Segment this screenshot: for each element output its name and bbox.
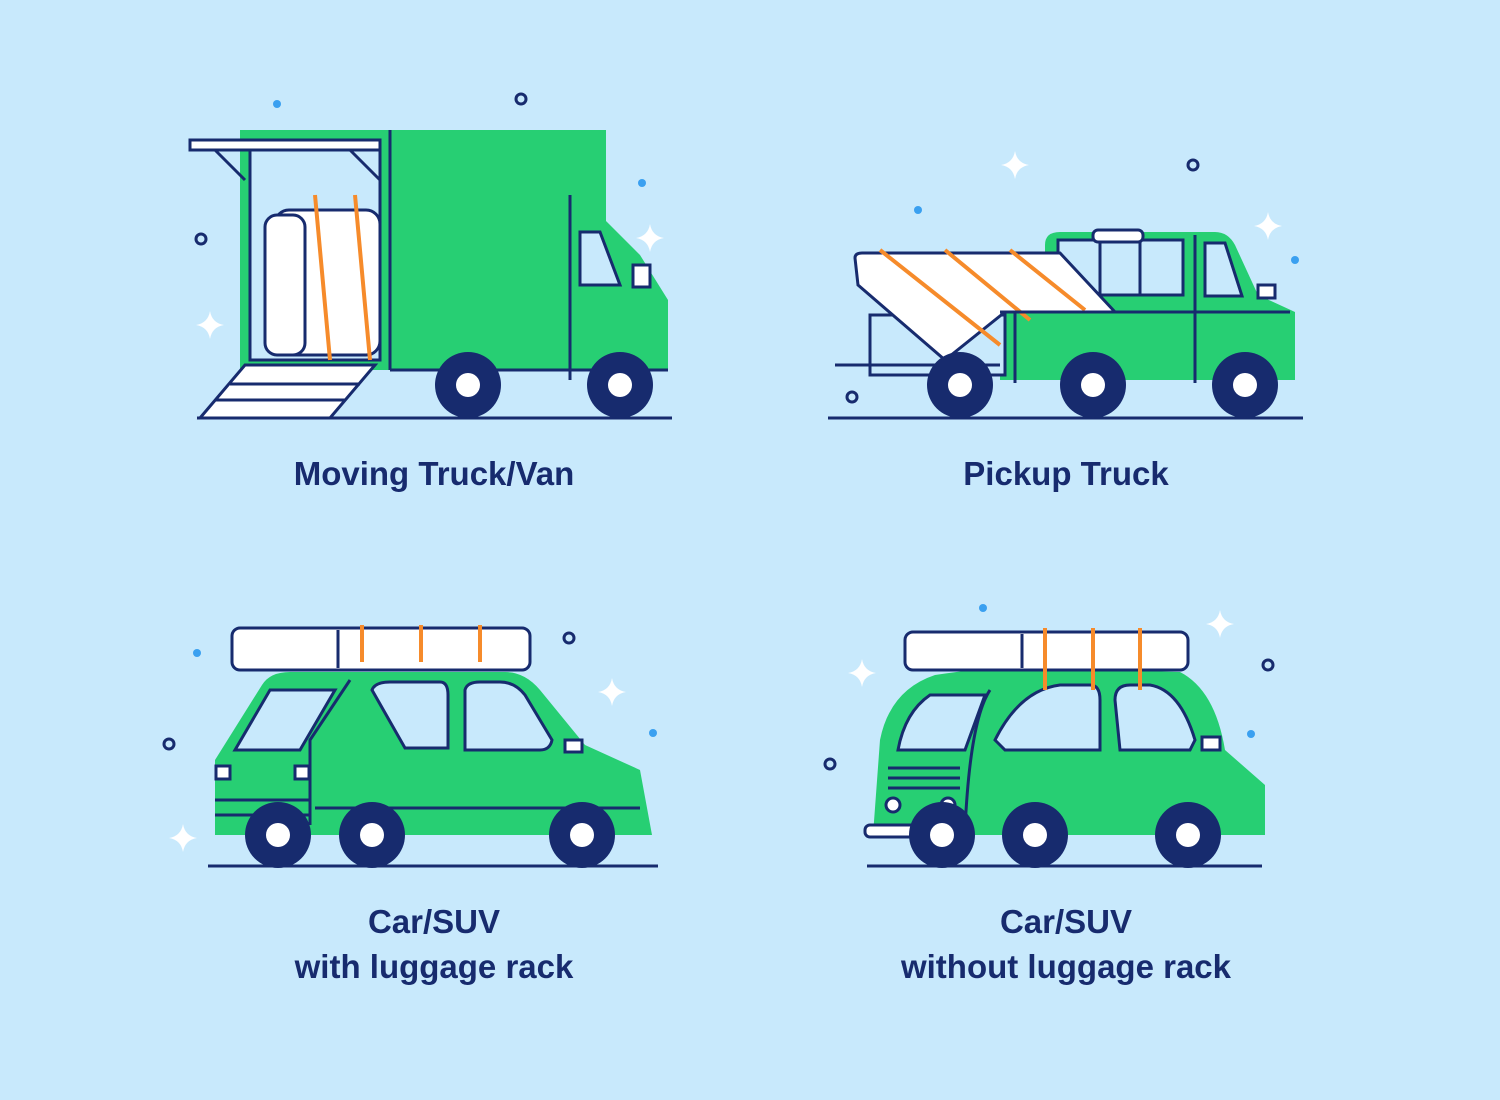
label-line-1: Car/SUV	[999, 903, 1133, 940]
car-with-rack-illustration	[208, 625, 658, 868]
pickup-truck-illustration	[828, 228, 1303, 420]
sparkle-decorations	[162, 92, 1299, 852]
option-car-with-rack-label[interactable]: Car/SUV with luggage rack	[134, 899, 734, 989]
option-car-without-rack-label[interactable]: Car/SUV without luggage rack	[766, 899, 1366, 989]
label-line-2: with luggage rack	[294, 948, 574, 985]
label-line-1: Car/SUV	[367, 903, 501, 940]
moving-truck-illustration	[188, 130, 672, 420]
option-moving-truck-label[interactable]: Moving Truck/Van	[134, 451, 734, 496]
option-pickup-truck-label[interactable]: Pickup Truck	[766, 451, 1366, 496]
car-without-rack-illustration	[863, 628, 1265, 868]
label-text: Moving Truck/Van	[293, 455, 575, 492]
label-text: Pickup Truck	[963, 455, 1169, 492]
label-line-2: without luggage rack	[900, 948, 1232, 985]
